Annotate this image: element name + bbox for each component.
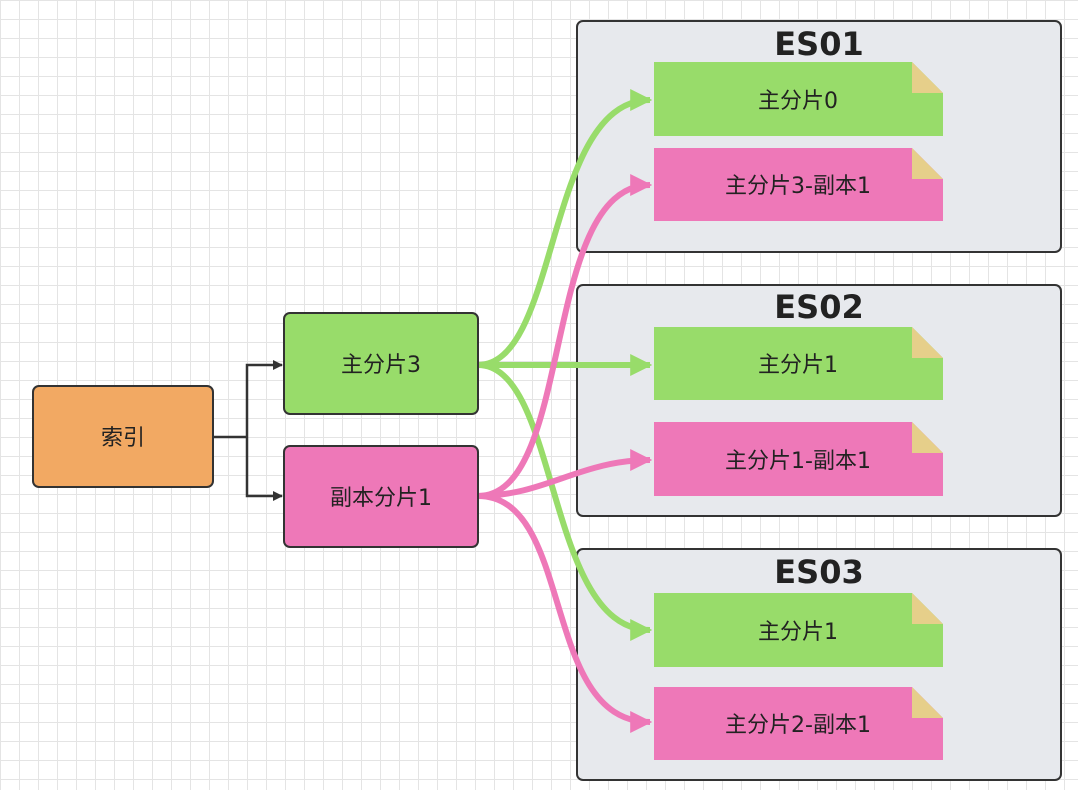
shard-note-label: 主分片0 <box>758 89 838 114</box>
index-connectors <box>213 360 283 501</box>
index-to-primary-connector <box>245 360 283 437</box>
index-node-box <box>32 385 214 488</box>
shard-note-fold <box>912 687 943 718</box>
shard-note-body <box>654 687 943 760</box>
primary-to-es01-shard0-arrow <box>477 89 653 368</box>
server-group-title: ES02 <box>774 288 863 326</box>
shard-note-body <box>654 593 943 667</box>
index-node[interactable]: 索引 <box>32 385 214 488</box>
primary-shard-node-label: 主分片3 <box>341 353 421 378</box>
shard-note-label: 主分片1 <box>758 353 838 378</box>
shard-note-es03-primary[interactable]: 主分片1 <box>654 593 943 667</box>
primary-shard-arrows <box>477 89 653 641</box>
replica-to-es03-replica-arrow <box>477 493 653 733</box>
shard-note-label: 主分片2-副本1 <box>725 713 871 738</box>
server-group-title: ES03 <box>774 553 863 591</box>
replica-shard-node[interactable]: 副本分片1 <box>283 445 479 548</box>
replica-shard-node-label: 副本分片1 <box>330 486 432 511</box>
index-node-label: 索引 <box>101 426 145 451</box>
shard-note-fold <box>912 593 943 624</box>
replica-shard-node-box <box>283 445 479 548</box>
shard-note-body <box>654 148 943 221</box>
shard-note-es02-primary[interactable]: 主分片1 <box>654 327 943 400</box>
shard-note-es03-replica[interactable]: 主分片2-副本1 <box>654 687 943 760</box>
shard-note-body <box>654 62 943 136</box>
shard-note-label: 主分片1 <box>758 620 838 645</box>
shard-note-fold <box>912 62 943 93</box>
shard-note-body <box>654 327 943 400</box>
shard-note-label: 主分片3-副本1 <box>725 174 871 199</box>
replica-to-es01-replica-arrow <box>477 174 653 499</box>
replica-shard-arrows <box>477 174 653 733</box>
shard-note-label: 主分片1-副本1 <box>725 449 871 474</box>
shard-note-body <box>654 422 943 496</box>
shard-note-es01-primary[interactable]: 主分片0 <box>654 62 943 136</box>
primary-shard-node[interactable]: 主分片3 <box>283 312 479 415</box>
server-group-title: ES01 <box>774 25 863 63</box>
index-to-replica-connector <box>245 437 283 501</box>
shard-note-fold <box>912 327 943 358</box>
shard-note-fold <box>912 422 943 453</box>
shard-note-es01-replica[interactable]: 主分片3-副本1 <box>654 148 943 221</box>
primary-shard-node-box <box>283 312 479 415</box>
shard-note-es02-replica[interactable]: 主分片1-副本1 <box>654 422 943 496</box>
replica-to-es02-replica-arrow <box>477 449 653 499</box>
shard-note-fold <box>912 148 943 179</box>
primary-to-es03-shard1-arrow <box>477 362 653 641</box>
